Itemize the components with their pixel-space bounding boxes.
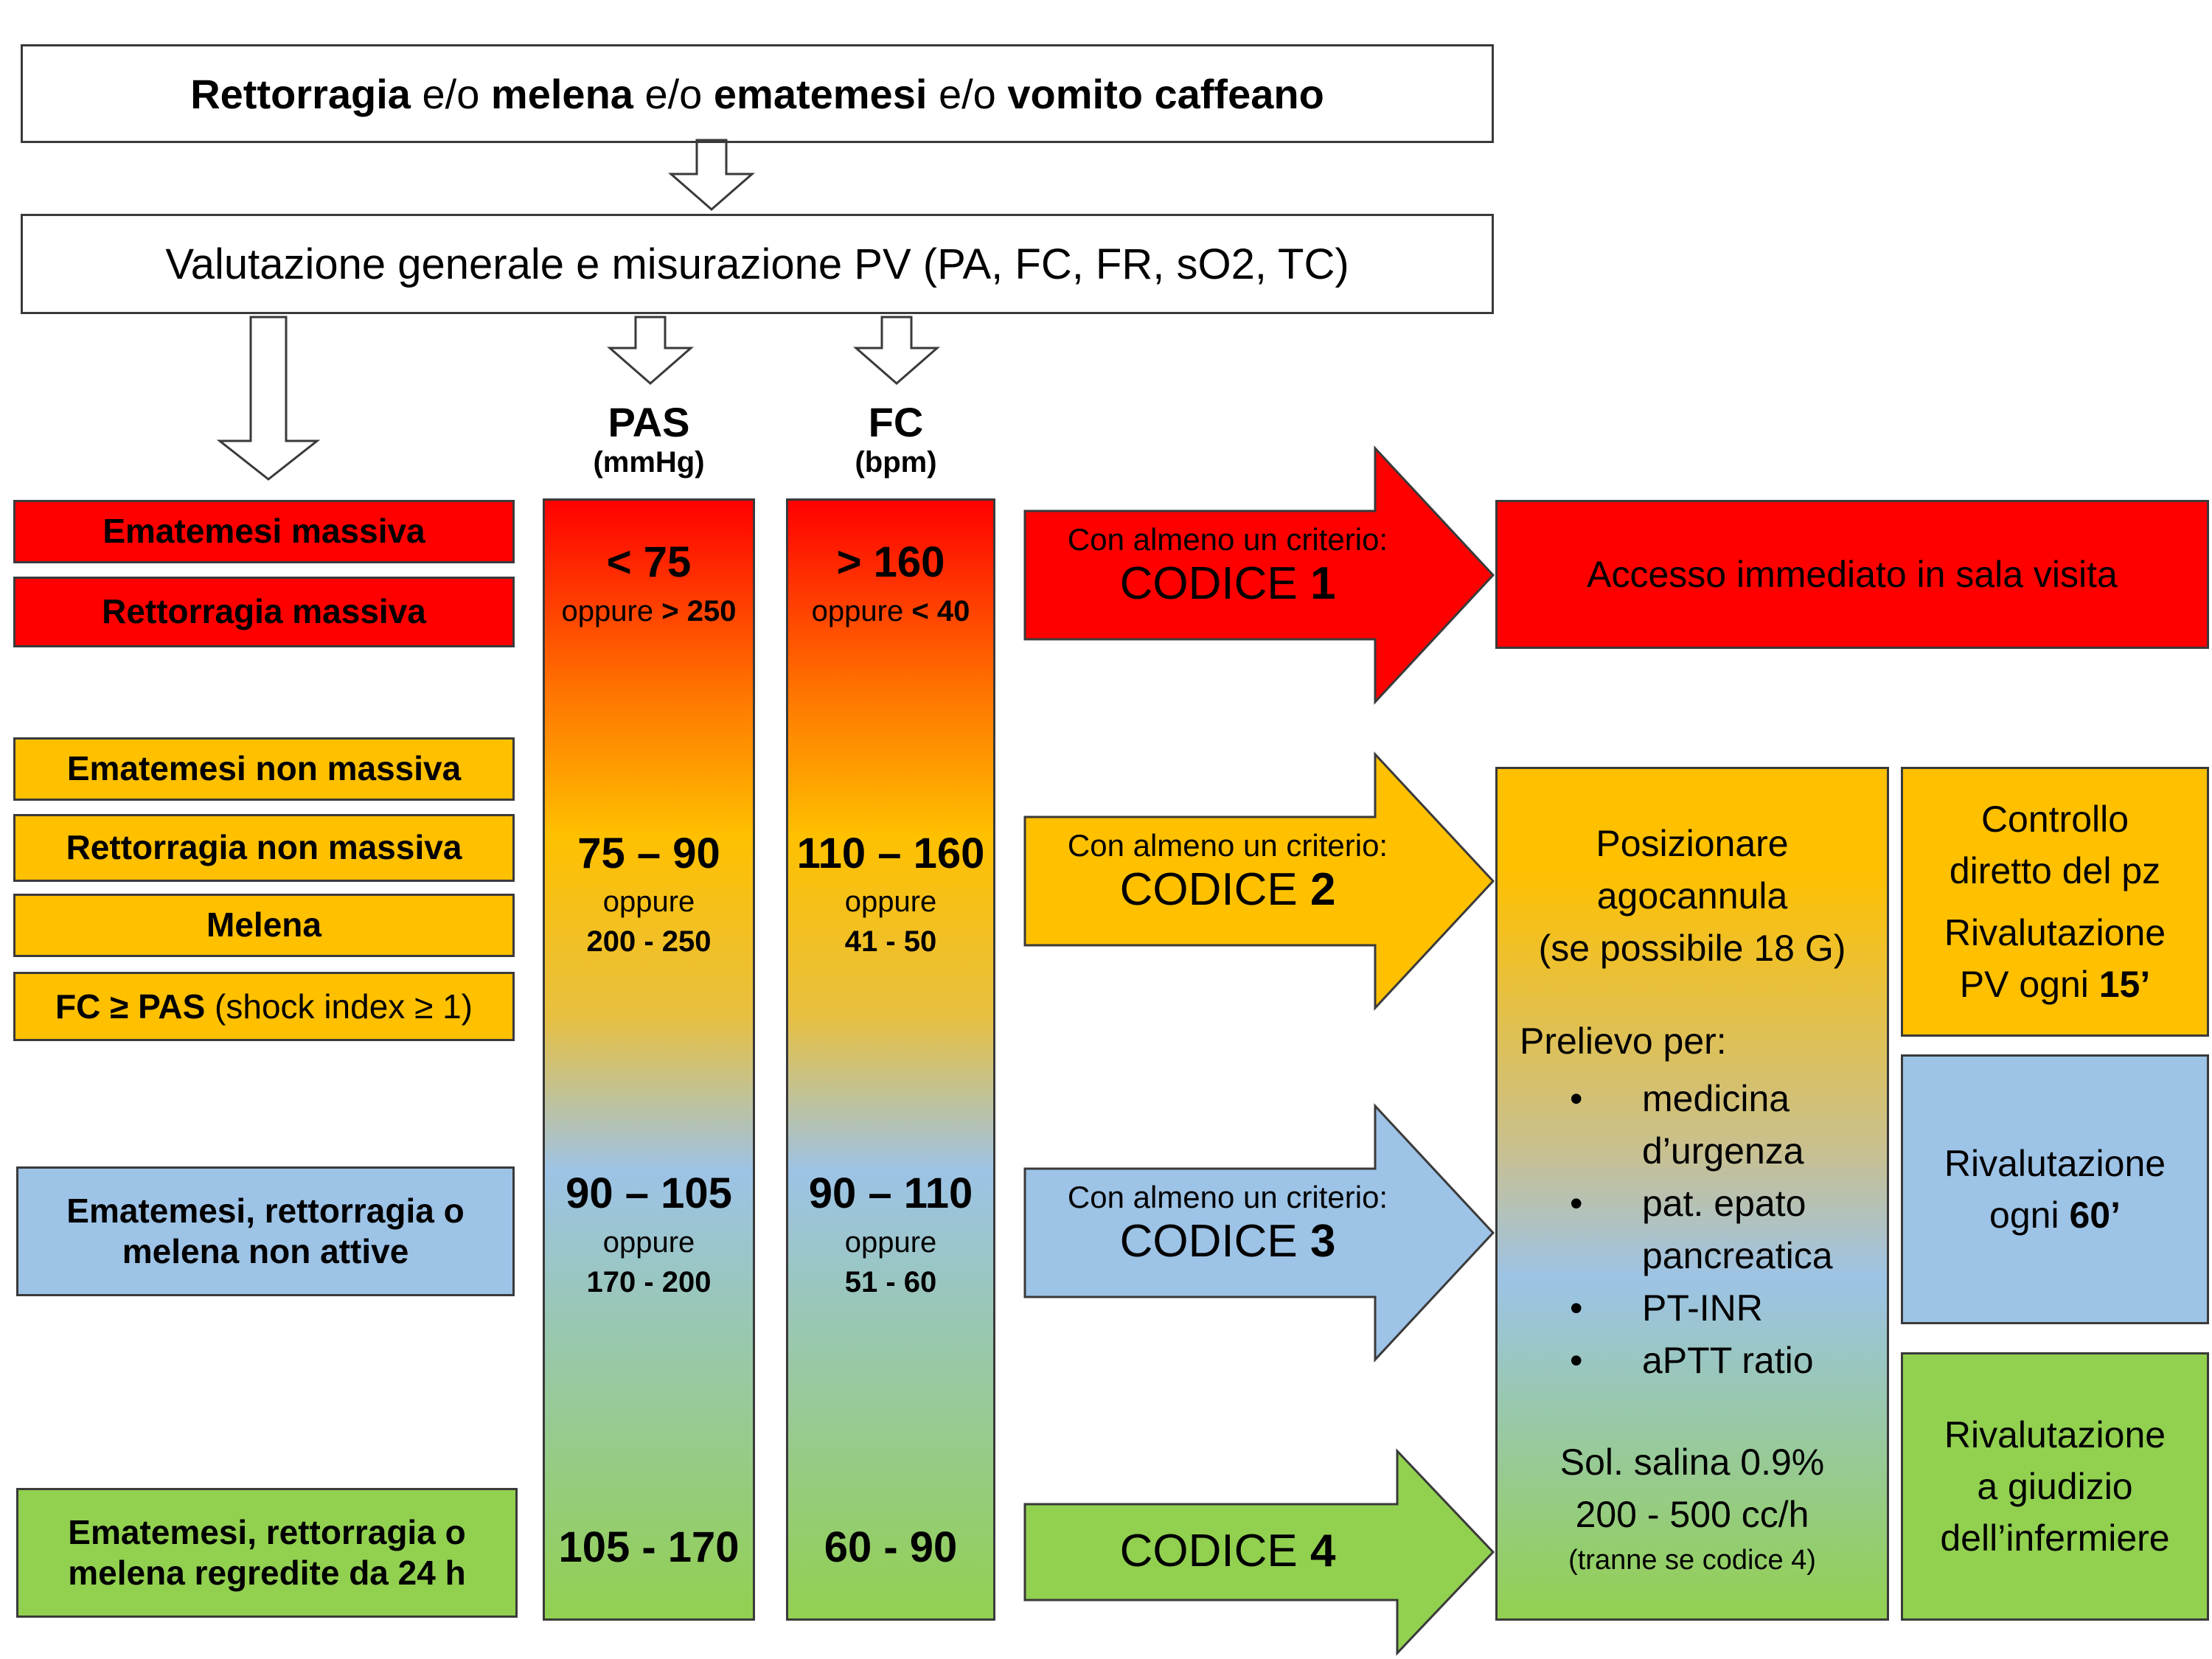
fc-range-1: > 160 [836,538,945,586]
fc-range-3: 90 – 110 [808,1169,973,1217]
fc-column: > 160 oppure < 40 110 – 160 oppure 41 - … [786,498,995,1621]
criterion-rettorragia-non-massiva: Rettorragia non massiva [13,814,515,882]
code4-label: CODICE 4 [1119,1526,1336,1576]
saline-text: Sol. salina 0.9% 200 - 500 cc/h (tranne … [1559,1441,1825,1576]
list-item: d’urgenza [1642,1130,1804,1172]
criterion-non-attive: Ematemesi, rettorragia o melena non atti… [16,1166,515,1296]
draw-list: •medicina d’urgenza •pat. epato pancreat… [1498,1073,1891,1387]
list-item: •aPTT ratio [1570,1340,1814,1381]
pas-title: PAS (mmHg) [593,399,705,479]
criterion-melena: Melena [13,894,515,957]
criterion-ematemesi-massiva: Ematemesi massiva [13,500,515,563]
amber-reassessment-box: Controllo diretto del pz Rivalutazione P… [1901,767,2209,1037]
fc-range-3-alt: 51 - 60 [844,1266,937,1298]
code2-label: Con almeno un criterio: CODICE 2 [1067,828,1388,915]
criterion-shock-index: FC ≥ PAS (shock index ≥ 1) [13,972,515,1041]
fc-range-2-alt: 41 - 50 [844,925,937,958]
blue-reassessment-box: Rivalutazione ogni 60’ [1901,1054,2209,1324]
pas-range-4: 105 - 170 [558,1523,740,1571]
pas-range-1-alt: oppure > 250 [561,595,737,627]
fc-title: FC (bpm) [855,399,937,479]
pas-range-2: 75 – 90 [577,830,720,877]
down-arrow-icon [216,316,321,481]
action-immediate-access: Accesso immediato in sala visita [1495,500,2209,649]
code1-label: Con almeno un criterio: CODICE 1 [1067,522,1388,609]
evaluation-box: Valutazione generale e misurazione PV (P… [21,214,1494,314]
pas-range-2-alt: 200 - 250 [586,925,712,958]
pas-range-3-alt: 170 - 200 [586,1266,712,1298]
code3-label: Con almeno un criterio: CODICE 3 [1067,1180,1388,1267]
down-arrow-icon [607,316,694,385]
down-arrow-icon [668,139,755,211]
code4-arrow-icon [1023,1448,1495,1656]
draw-title: Prelievo per: [1520,1020,1727,1062]
pas-range-3: 90 – 105 [566,1169,732,1217]
fc-range-4: 60 - 90 [824,1523,958,1571]
criterion-rettorragia-massiva: Rettorragia massiva [13,577,515,647]
code1-arrow-icon [1023,445,1495,705]
list-item: pancreatica [1642,1235,1833,1276]
pas-column: < 75 oppure > 250 75 – 90 oppure 200 - 2… [543,498,755,1621]
evaluation-text: Valutazione generale e misurazione PV (P… [165,240,1349,288]
list-item: •pat. epato [1570,1183,1806,1224]
code3-arrow-icon [1023,1103,1495,1363]
list-item: •PT-INR [1570,1287,1763,1329]
fc-range-2: 110 – 160 [796,830,985,877]
list-item: •medicina [1570,1078,1790,1119]
fc-range-1-alt: oppure < 40 [811,595,970,627]
code2-arrow-icon [1023,751,1495,1011]
action-procedures-box: Posizionare agocannula (se possibile 18 … [1495,767,1889,1621]
green-reassessment-box: Rivalutazione a giudizio dell’infermiere [1901,1352,2209,1621]
symptoms-box: Rettorragia e/o melena e/o ematemesi e/o… [21,44,1494,143]
criterion-ematemesi-non-massiva: Ematemesi non massiva [13,737,515,801]
down-arrow-icon [853,316,940,385]
pas-range-1: < 75 [606,538,692,586]
criterion-regredite: Ematemesi, rettorragia o melena regredit… [16,1488,518,1618]
symptoms-text: Rettorragia e/o melena e/o ematemesi e/o… [190,70,1324,117]
position-cannula-text: Posizionare agocannula (se possibile 18 … [1538,823,1846,969]
